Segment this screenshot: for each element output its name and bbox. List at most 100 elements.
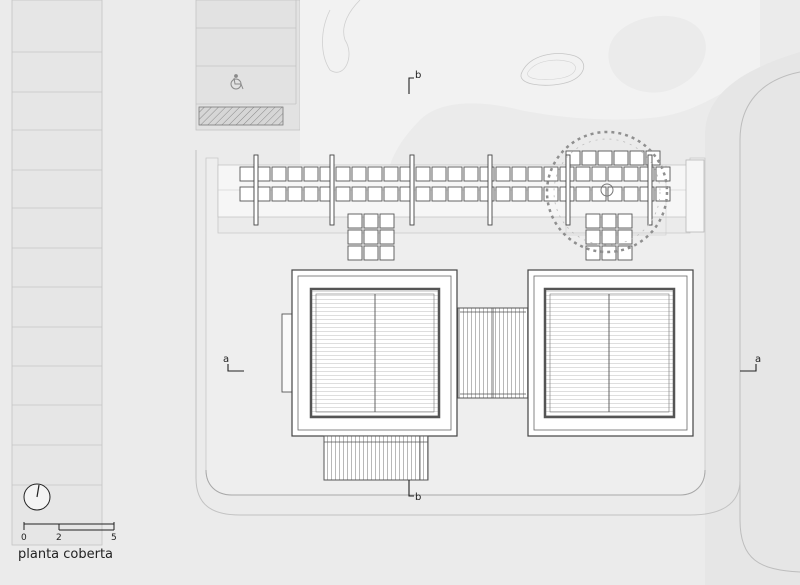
tree-trunk: [600, 183, 614, 197]
pergola-cell: [379, 213, 395, 229]
drawing-title: planta coberta: [18, 547, 113, 562]
pergola-cell: [629, 150, 645, 166]
pergola-cell: [511, 186, 527, 202]
pergola-beam: [487, 154, 493, 226]
pergola-cell: [527, 186, 543, 202]
parking-lot-top: [195, 0, 301, 131]
pergola-cell: [623, 186, 639, 202]
pergola-cell: [495, 166, 511, 182]
skylight-right: [543, 287, 676, 419]
pergola-cell: [415, 186, 431, 202]
pergola-cell: [335, 166, 351, 182]
pergola-cell: [575, 186, 591, 202]
section-mark-b-bottom: b: [408, 480, 421, 503]
pergola-cell: [617, 213, 633, 229]
pergola-cell: [463, 166, 479, 182]
pergola-cell: [383, 166, 399, 182]
pergola-cell: [351, 186, 367, 202]
pergola-cell: [585, 245, 601, 261]
connector-deck: [457, 307, 529, 399]
pergola-cell: [585, 213, 601, 229]
entrance-deck: [323, 435, 429, 481]
garden-path-curve: [322, 0, 361, 73]
pergola-cell: [495, 186, 511, 202]
hatched-zone: [198, 106, 284, 126]
scale-tick-5: 5: [111, 533, 117, 543]
pergola-cell: [581, 150, 597, 166]
pergola-cell: [623, 166, 639, 182]
pergola-cell: [607, 166, 623, 182]
pergola-cell: [597, 150, 613, 166]
pergola-grid: [239, 150, 671, 261]
pergola-cell: [363, 213, 379, 229]
pergola-cell: [379, 229, 395, 245]
pergola-cell: [575, 166, 591, 182]
pergola-cell: [585, 229, 601, 245]
pergola-beam: [253, 154, 259, 226]
pergola-cell: [239, 166, 255, 182]
pergola-cell: [447, 166, 463, 182]
pergola-cell: [271, 186, 287, 202]
pergola-cell: [415, 166, 431, 182]
scale-tick-2: 2: [56, 533, 62, 543]
pergola-cell: [431, 166, 447, 182]
garden-blob: [608, 15, 706, 93]
section-mark-a-left: a: [223, 354, 244, 372]
scale-tick-0: 0: [21, 533, 27, 543]
pergola-cell: [431, 186, 447, 202]
pergola-cell: [239, 186, 255, 202]
pergola-cell: [347, 245, 363, 261]
pergola-beam: [647, 154, 653, 226]
planting-bed: [520, 53, 585, 86]
road-curb: [195, 150, 741, 516]
street-right: [705, 52, 800, 585]
pergola-beam: [409, 154, 415, 226]
pergola-cell: [287, 166, 303, 182]
north-arrow-icon: [23, 483, 51, 511]
pergola-cell: [367, 186, 383, 202]
entry-strip-right: [685, 159, 705, 233]
pergola-cell: [271, 166, 287, 182]
wheelchair-icon: [230, 74, 244, 90]
pavilion-right: [527, 269, 694, 437]
pergola-cell: [601, 229, 617, 245]
pergola-cell: [591, 166, 607, 182]
section-mark-a-right: a: [740, 354, 761, 372]
pergola-cell: [655, 186, 671, 202]
svg-text:a: a: [223, 354, 229, 365]
pergola-cell: [351, 166, 367, 182]
pergola-cell: [347, 229, 363, 245]
pergola-beam: [565, 154, 571, 226]
pergola-cell: [335, 186, 351, 202]
pergola-cell: [511, 166, 527, 182]
pergola-cell: [303, 166, 319, 182]
pergola-cell: [383, 186, 399, 202]
svg-text:a: a: [755, 354, 761, 365]
svg-text:b: b: [415, 70, 421, 81]
pavilion-left: [281, 269, 458, 437]
pergola-beam: [329, 154, 335, 226]
pergola-cell: [543, 166, 559, 182]
pergola-cell: [617, 229, 633, 245]
pergola-cell: [613, 150, 629, 166]
pergola-cell: [601, 213, 617, 229]
pergola-cell: [447, 186, 463, 202]
pergola-cell: [367, 166, 383, 182]
sidewalk-right: [739, 71, 800, 573]
parking-lot-left: [11, 0, 103, 546]
section-mark-b-top: b: [408, 70, 421, 94]
pergola-cell: [303, 186, 319, 202]
pergola-cell: [607, 186, 623, 202]
pergola-cell: [287, 186, 303, 202]
tree-canopy-icon: [545, 130, 669, 254]
svg-text:b: b: [415, 492, 421, 503]
pergola-cell: [463, 186, 479, 202]
pergola-cell: [591, 186, 607, 202]
scale-bar: 0 2 5: [21, 522, 117, 543]
pergola-cell: [347, 213, 363, 229]
pergola-cell: [527, 166, 543, 182]
pergola-cell: [379, 245, 395, 261]
pergola-cell: [363, 229, 379, 245]
pergola-cell: [363, 245, 379, 261]
